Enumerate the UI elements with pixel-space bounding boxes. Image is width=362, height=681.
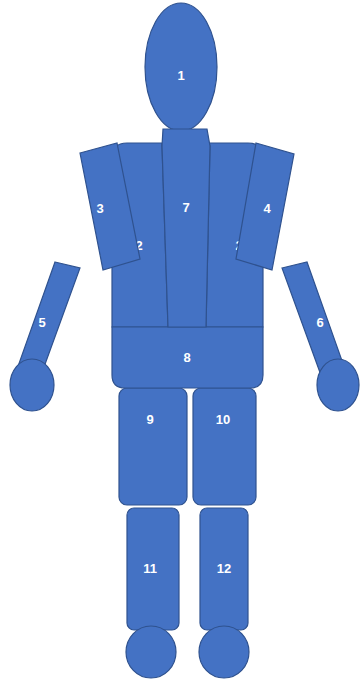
callout-number: 11 <box>143 562 157 575</box>
body-shape <box>127 508 179 630</box>
callout-number: 7 <box>182 201 189 214</box>
callout-number: 12 <box>217 562 231 575</box>
callout-number: 6 <box>316 316 323 329</box>
body-shape <box>126 626 176 678</box>
body-shape <box>112 327 263 388</box>
forearm-part: 5 <box>6 260 82 413</box>
body-shape <box>162 129 210 327</box>
body-shape <box>10 359 54 411</box>
callout-number: 10 <box>216 413 230 426</box>
body-shape <box>119 388 187 505</box>
body-shape <box>112 143 168 327</box>
callout-number: 4 <box>263 202 270 215</box>
body-outline <box>6 260 82 413</box>
body-outline <box>280 260 360 413</box>
callout-number: 5 <box>38 316 45 329</box>
torso-part: 7 <box>160 127 212 329</box>
body-shape <box>199 626 249 678</box>
body-shape <box>317 359 359 411</box>
upper-arm-part: 3 <box>78 141 142 272</box>
body-shape <box>236 143 294 270</box>
shin-part: 12 <box>197 506 251 680</box>
body-outline <box>78 141 142 272</box>
body-outline <box>160 127 212 329</box>
body-shape <box>145 3 217 131</box>
shin-part: 11 <box>124 506 182 680</box>
forearm-part: 6 <box>280 260 360 413</box>
body-outline <box>191 386 258 507</box>
body-outline <box>197 506 251 680</box>
callout-number: 3 <box>96 202 103 215</box>
upper-arm-part: 4 <box>234 141 296 272</box>
body-outline <box>117 386 189 507</box>
thigh-part: 9 <box>117 386 189 507</box>
pelvis-part: 8 <box>110 325 265 390</box>
body-outline <box>144 2 218 133</box>
thigh-part: 10 <box>191 386 258 507</box>
body-outline <box>124 506 182 680</box>
body-shape <box>200 508 248 630</box>
head-part: 1 <box>144 2 218 133</box>
callout-number: 8 <box>183 351 190 364</box>
body-shape <box>193 388 256 505</box>
callout-number: 9 <box>146 413 153 426</box>
callout-number: 1 <box>177 69 184 82</box>
